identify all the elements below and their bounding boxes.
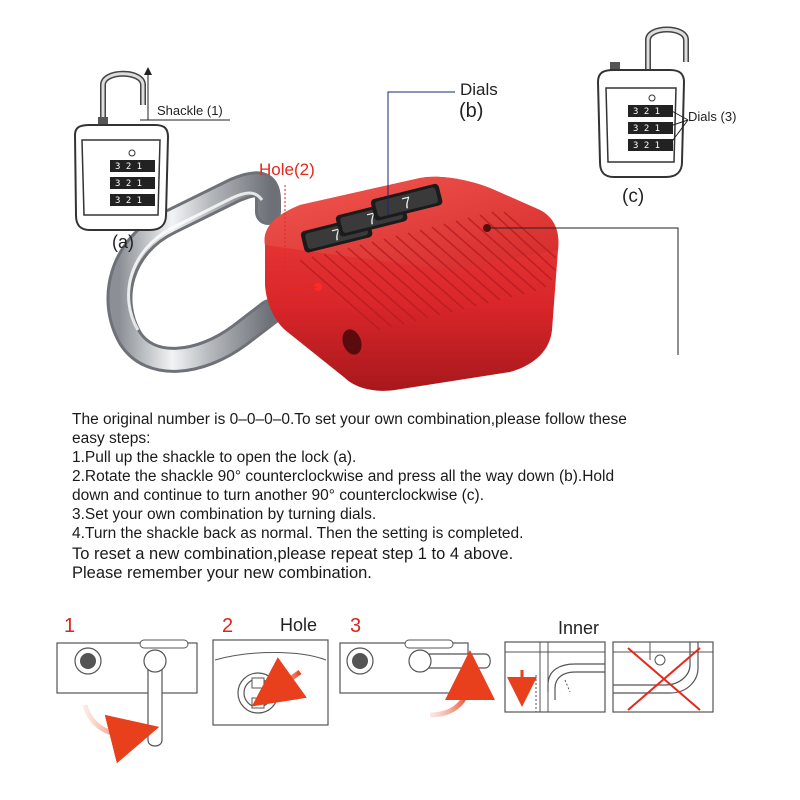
label-c: (c) — [622, 186, 645, 207]
inner-diagram-correct — [504, 641, 606, 713]
label-a: (a) — [112, 232, 134, 252]
inner-diagram-wrong — [612, 641, 714, 713]
step-3-number: 3 — [350, 615, 362, 637]
shackle-leader-line — [140, 119, 230, 121]
small-lock-c-illustration: 3 2 1 3 2 1 3 2 1 — [596, 26, 689, 178]
instruction-line: 3.Set your own combination by turning di… — [72, 506, 377, 523]
hole-label: Hole(2) — [259, 160, 315, 179]
step-2-number: 2 — [222, 615, 234, 637]
instruction-line: To reset a new combination,please repeat… — [72, 545, 514, 563]
instruction-line: down and continue to turn another 90° co… — [72, 487, 485, 504]
svg-text:3 2 1: 3 2 1 — [115, 162, 142, 172]
small-lock-a-illustration: 3 2 1 3 2 1 3 2 1 — [73, 67, 170, 231]
step-1-number: 1 — [64, 615, 76, 637]
step-1-diagram — [56, 639, 198, 764]
shackle — [106, 171, 283, 373]
instruction-line: 1.Pull up the shackle to open the lock (… — [72, 449, 357, 466]
lock-dials: 7 7 7 — [300, 183, 443, 253]
svg-text:3 2 1: 3 2 1 — [633, 141, 660, 151]
step-diagrams — [56, 639, 714, 764]
step-3-diagram — [339, 639, 495, 718]
dials-b-label: (b) — [459, 100, 484, 122]
svg-text:7: 7 — [401, 194, 414, 213]
dials-c-bracket — [669, 109, 689, 145]
instruction-line: 2.Rotate the shackle 90° counterclockwis… — [72, 468, 615, 485]
hole-step-label: Hole — [280, 615, 318, 635]
dials-c-label: Dials (3) — [688, 109, 737, 124]
step-2-diagram — [212, 639, 329, 726]
callout-leader-lines — [279, 91, 679, 355]
shackle-label: Shackle (1) — [157, 103, 223, 118]
instruction-line: 4.Turn the shackle back as normal. Then … — [72, 525, 524, 542]
instruction-line: Please remember your new combination. — [72, 564, 372, 582]
svg-text:3 2 1: 3 2 1 — [633, 107, 660, 117]
svg-text:3 2 1: 3 2 1 — [115, 196, 142, 206]
dials-b-title: Dials — [460, 80, 498, 99]
main-lock-illustration: 7 7 7 — [106, 91, 679, 391]
instruction-line: The original number is 0–0–0–0.To set yo… — [72, 411, 627, 428]
instructions-text: The original number is 0–0–0–0.To set yo… — [72, 410, 762, 583]
instruction-line: easy steps: — [72, 430, 151, 447]
inner-label: Inner — [558, 618, 600, 638]
lock-body — [264, 176, 559, 391]
svg-text:3 2 1: 3 2 1 — [633, 124, 660, 134]
svg-text:3 2 1: 3 2 1 — [115, 179, 142, 189]
